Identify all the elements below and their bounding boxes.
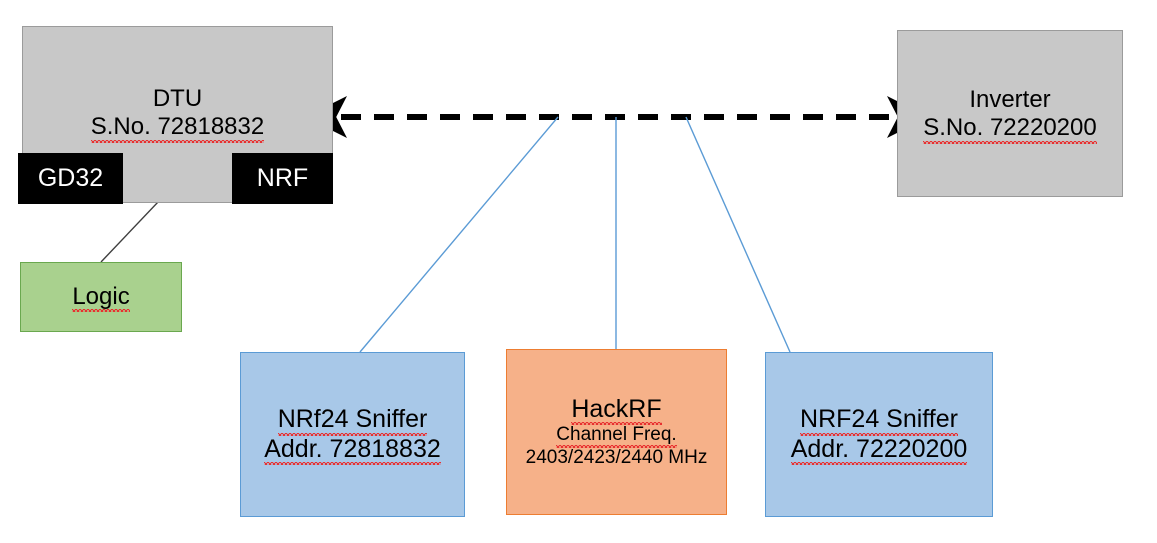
hackrf-subtitle-text: Channel Freq. [556, 424, 678, 449]
sniffer-right-node[interactable]: NRF24 Sniffer Addr. 72220200 [765, 352, 993, 517]
nrf-node[interactable]: NRF [232, 153, 333, 204]
logic-node[interactable]: Logic [20, 262, 182, 332]
sniffer-right-addr-text: Addr. 72220200 [790, 434, 968, 465]
gd32-label: GD32 [37, 164, 104, 192]
hackrf-freqs: 2403/2423/2440 MHz [525, 446, 708, 468]
sniffer-left-title-text: NRf24 Sniffer [277, 405, 428, 435]
sniffer-left-addr: Addr. 72818832 [264, 435, 441, 465]
dtu-name: DTU [152, 85, 203, 112]
inverter-serial-text: S.No. 72220200 [923, 114, 1098, 144]
capture-tap-left [359, 116, 559, 353]
dtu-serial-text: S.No. 72818832 [90, 113, 265, 143]
dtu-serial: S.No. 72818832 [90, 113, 265, 143]
sniffer-right-title-text: NRF24 Sniffer [800, 405, 958, 435]
hackrf-title: HackRF [571, 394, 662, 425]
gd32-node[interactable]: GD32 [18, 153, 123, 204]
sniffer-left-title: NRf24 Sniffer [277, 405, 428, 435]
sniffer-right-title: NRF24 Sniffer [800, 405, 958, 435]
sniffer-left-addr-text: Addr. 72818832 [264, 434, 441, 465]
sniffer-right-addr: Addr. 72220200 [790, 434, 968, 465]
capture-tap-right [685, 116, 791, 353]
inverter-node[interactable]: Inverter S.No. 72220200 [897, 30, 1123, 197]
logic-label: Logic [72, 282, 131, 313]
inverter-name: Inverter [969, 86, 1051, 113]
nrf-label: NRF [256, 164, 309, 192]
inverter-serial: S.No. 72220200 [923, 114, 1098, 144]
hackrf-subtitle: Channel Freq. [556, 424, 678, 449]
hackrf-title-text: HackRF [571, 394, 662, 425]
sniffer-left-node[interactable]: NRf24 Sniffer Addr. 72818832 [240, 352, 465, 517]
hackrf-node[interactable]: HackRF Channel Freq. 2403/2423/2440 MHz [506, 349, 727, 515]
